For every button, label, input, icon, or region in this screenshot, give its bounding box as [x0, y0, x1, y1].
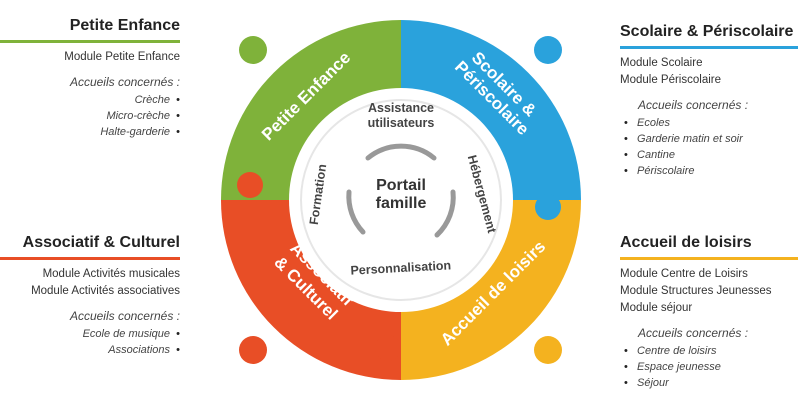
panel-divider: [620, 257, 798, 260]
panel-divider: [0, 257, 180, 260]
accueils-heading: Accueils concernés :: [69, 75, 180, 89]
panel-associatif-culturel: Associatif & Culturel Module Activités m…: [0, 233, 180, 358]
panel-divider: [0, 40, 180, 43]
accueil-item: Crèche: [0, 92, 180, 108]
accueil-item: Halte-garderie: [0, 124, 180, 140]
cycle-arc: [434, 189, 456, 238]
accueils-heading: Accueils concernés :: [638, 326, 749, 340]
tab-outer-red: [239, 336, 267, 364]
cycle-arc: [346, 189, 366, 235]
ring-label-assistance: Assistance: [368, 101, 434, 115]
module-item: Module Périscolaire: [620, 74, 721, 86]
ring-label-utilisateurs: utilisateurs: [368, 116, 435, 130]
accueils-heading: Accueils concernés :: [69, 309, 180, 323]
center-title-line1: Portail: [376, 177, 426, 194]
tab-outer-blue: [534, 36, 562, 64]
accueil-item: Associations: [0, 342, 180, 358]
accueils-heading: Accueils concernés :: [638, 98, 749, 112]
accueil-item: Cantine: [624, 147, 798, 163]
tab-join-top: [402, 25, 428, 51]
puzzle-diagram: Portail famille Assistance utilisateurs …: [221, 20, 581, 380]
accueil-item: Ecole de musique: [0, 326, 180, 342]
ring-label-personnalisation: Personnalisation: [350, 258, 451, 277]
tab-join-bottom: [375, 335, 401, 361]
module-item: Module Scolaire: [620, 57, 703, 69]
accueil-item: Périscolaire: [624, 163, 798, 179]
tab-outer-green: [239, 36, 267, 64]
panel-divider: [620, 46, 798, 49]
module-item: Module séjour: [620, 302, 693, 314]
accueil-item: Garderie matin et soir: [624, 131, 798, 147]
module-item: Module Activités musicales: [42, 268, 180, 280]
panel-title: Associatif & Culturel: [22, 234, 180, 251]
panel-title: Petite Enfance: [69, 17, 180, 34]
inner-ring: [289, 88, 513, 312]
accueil-item: Ecoles: [624, 115, 798, 131]
panel-title: Scolaire & Périscolaire: [620, 23, 794, 40]
module-item: Module Structures Jeunesses: [620, 285, 772, 297]
tab-outer-yellow: [534, 336, 562, 364]
panel-accueil-loisirs: Accueil de loisirs Module Centre de Lois…: [620, 233, 798, 391]
panel-scolaire-periscolaire: Scolaire & Périscolaire Module Scolaire …: [620, 22, 798, 179]
module-item: Module Activités associatives: [31, 285, 180, 297]
accueil-item: Séjour: [624, 375, 798, 391]
panel-title: Accueil de loisirs: [620, 234, 752, 251]
accueil-item: Micro-crèche: [0, 108, 180, 124]
module-item: Module Centre de Loisirs: [620, 268, 748, 280]
tab-join-right: [535, 194, 561, 220]
panel-petite-enfance: Petite Enfance Module Petite Enfance Acc…: [0, 16, 180, 140]
cycle-arc: [365, 143, 437, 161]
module-item: Module Petite Enfance: [64, 51, 180, 63]
inner-ring-border: [300, 99, 502, 301]
center-title-line2: famille: [376, 195, 427, 212]
tab-join-left: [237, 172, 263, 198]
accueil-item: Centre de loisirs: [624, 343, 798, 359]
accueil-item: Espace jeunesse: [624, 359, 798, 375]
